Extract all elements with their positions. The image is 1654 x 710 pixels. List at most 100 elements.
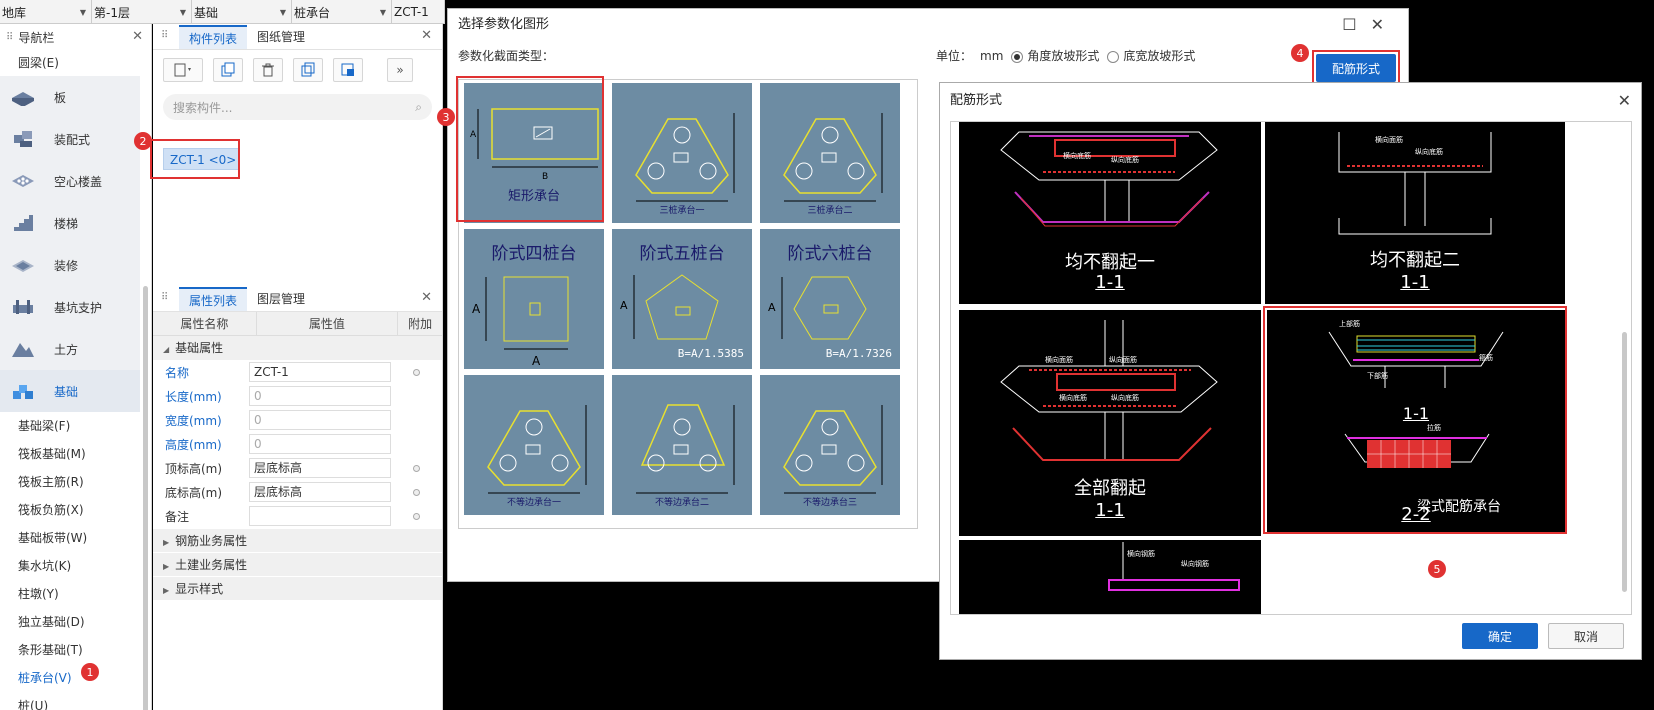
property-extra[interactable]: [391, 368, 441, 376]
nav-sub-item[interactable]: 桩承台(V): [18, 671, 72, 685]
property-value-input[interactable]: 层底标高: [249, 458, 391, 478]
property-value-input[interactable]: 0: [249, 434, 391, 454]
property-value-input[interactable]: 层底标高: [249, 482, 391, 502]
nav-sub-item[interactable]: 基础梁(F): [18, 419, 71, 433]
shape-option-tri2[interactable]: 不等边承台二: [612, 375, 752, 515]
chevron-down-icon[interactable]: ▼: [379, 7, 386, 17]
property-value-input[interactable]: ZCT-1: [249, 362, 391, 382]
sidebar-item-decoration[interactable]: 装修: [0, 244, 140, 286]
nav-sub-item[interactable]: 筏板主筋(R): [18, 475, 84, 489]
nav-sub-item[interactable]: 桩(U): [18, 699, 49, 710]
radio-unselected-icon[interactable]: [1107, 50, 1120, 63]
nav-sub-item[interactable]: 条形基础(T): [18, 643, 83, 657]
sidebar-item-pit-support[interactable]: 基坑支护: [0, 286, 140, 328]
property-extra[interactable]: [391, 512, 441, 520]
dialog-title: 选择参数化图形 ☐✕: [448, 9, 1408, 41]
nav-sub-item[interactable]: 独立基础(D): [18, 615, 85, 629]
shape-option-tri[interactable]: 不等边承台一: [464, 375, 604, 515]
shape-option-tri[interactable]: 不等边承台三: [760, 375, 900, 515]
ok-button[interactable]: 确定: [1462, 623, 1538, 649]
delete-button[interactable]: [253, 58, 283, 82]
chevron-down-icon[interactable]: ▼: [79, 7, 86, 17]
sidebar-item-prefab[interactable]: 装配式: [0, 118, 140, 160]
layer-select-button[interactable]: [333, 58, 363, 82]
section-foundation[interactable]: ◢基础属性: [153, 336, 442, 360]
property-value-input[interactable]: 0: [249, 410, 391, 430]
close-icon[interactable]: ✕: [1617, 91, 1631, 110]
rebar-option-4-selected[interactable]: 上部筋 下部筋 拉筋 箍筋 1-1 梁式配筋承台 2-2: [1267, 310, 1565, 534]
toolbar-combo-1[interactable]: 第-1层▼: [92, 0, 192, 24]
tab-drawing-manage[interactable]: 图纸管理: [257, 30, 306, 44]
toolbar-combo-2[interactable]: 基础▼: [192, 0, 292, 24]
nav-sub-item[interactable]: 基础板带(W): [18, 531, 88, 545]
radio-selected-icon[interactable]: [1011, 50, 1024, 63]
property-value-input[interactable]: 0: [249, 386, 391, 406]
toolbar-combo-3[interactable]: 桩承台▼: [292, 0, 392, 24]
grip-icon[interactable]: ⠿: [6, 31, 13, 43]
radio-bottom-width[interactable]: 底宽放坡形式: [1107, 47, 1195, 64]
property-section[interactable]: ▶显示样式: [153, 576, 442, 600]
checkbox-icon[interactable]: [412, 464, 420, 472]
property-section[interactable]: ▶土建业务属性: [153, 552, 442, 576]
search-icon[interactable]: ⌕: [415, 99, 422, 114]
rebar-options-viewport[interactable]: 横向底筋 纵向底筋 均不翻起一 1-1 横向面筋 纵向底筋 均不翻起二 1-1: [950, 121, 1632, 615]
search-box[interactable]: 搜索构件... ⌕: [163, 94, 432, 120]
nav-title: 导航栏: [18, 30, 55, 45]
checkbox-icon[interactable]: [412, 488, 420, 496]
shape-option-tri[interactable]: 三桩承台一: [612, 83, 752, 223]
chevron-down-icon[interactable]: ▼: [179, 7, 186, 17]
toolbar-combo-0[interactable]: 地库▼: [0, 0, 92, 24]
rebar-option-3[interactable]: 横向面筋 纵向面筋 横向底筋 纵向底筋 全部翻起 1-1: [959, 310, 1261, 536]
new-component-button[interactable]: [163, 58, 203, 82]
radio-angle[interactable]: 角度放坡形式: [1011, 47, 1099, 64]
sidebar-item-slab[interactable]: 板: [0, 76, 140, 118]
rebar-form-button[interactable]: 配筋形式: [1316, 54, 1396, 82]
nav-sub-item[interactable]: 筏板负筋(X): [18, 503, 84, 517]
nav-item-top[interactable]: 圆梁(E): [18, 56, 59, 70]
nav-sub-item[interactable]: 集水坑(K): [18, 559, 72, 573]
layer-copy-button[interactable]: [293, 58, 323, 82]
rebar-option-2[interactable]: 横向面筋 纵向底筋 均不翻起二 1-1: [1265, 122, 1565, 304]
close-icon[interactable]: ✕: [1370, 15, 1398, 34]
shape-option-tri[interactable]: 三桩承台二: [760, 83, 900, 223]
grip-icon[interactable]: ⠿: [161, 30, 169, 41]
copy-button[interactable]: [213, 58, 243, 82]
section-label: 基础属性: [175, 341, 224, 355]
checkbox-icon[interactable]: [412, 512, 420, 520]
component-toolbar: »: [153, 50, 442, 90]
close-icon[interactable]: ✕: [421, 28, 432, 43]
tab-property-list[interactable]: 属性列表: [179, 287, 248, 311]
property-name: 底标高(m): [165, 485, 223, 500]
close-icon[interactable]: ✕: [421, 290, 432, 305]
property-value-input[interactable]: [249, 506, 391, 526]
sidebar-item-stair[interactable]: 楼梯: [0, 202, 140, 244]
rebar-option-5[interactable]: 横向钢筋 纵向钢筋: [959, 540, 1261, 614]
checkbox-icon[interactable]: [412, 368, 420, 376]
nav-sub-item[interactable]: 筏板基础(M): [18, 447, 86, 461]
nav-sub-item[interactable]: 柱墩(Y): [18, 587, 59, 601]
maximize-icon[interactable]: ☐: [1342, 15, 1371, 34]
cancel-button[interactable]: 取消: [1548, 623, 1624, 649]
dialog2-scrollbar[interactable]: [1622, 332, 1627, 592]
property-section[interactable]: ▶钢筋业务属性: [153, 528, 442, 552]
chevron-down-icon[interactable]: ▼: [279, 7, 286, 17]
grip-icon[interactable]: ⠿: [161, 292, 169, 303]
nav-scrollbar[interactable]: [143, 286, 148, 710]
sidebar-item-hollow-floor[interactable]: 空心楼盖: [0, 160, 140, 202]
sidebar-item-foundation[interactable]: 基础: [0, 370, 140, 412]
tab-component-list[interactable]: 构件列表: [179, 25, 248, 49]
toolbar-combo-4[interactable]: ZCT-1: [392, 0, 445, 24]
close-icon[interactable]: ✕: [132, 29, 143, 44]
tab-layer-manage[interactable]: 图层管理: [257, 292, 306, 306]
component-item[interactable]: ZCT-1 <0>: [163, 148, 239, 170]
rebar-option-1[interactable]: 横向底筋 纵向底筋 均不翻起一 1-1: [959, 122, 1261, 304]
property-extra[interactable]: [391, 488, 441, 496]
property-extra[interactable]: [391, 464, 441, 472]
window-controls[interactable]: ☐✕: [1342, 9, 1398, 41]
more-button[interactable]: »: [387, 58, 413, 82]
sidebar-item-earthwork[interactable]: 土方: [0, 328, 140, 370]
